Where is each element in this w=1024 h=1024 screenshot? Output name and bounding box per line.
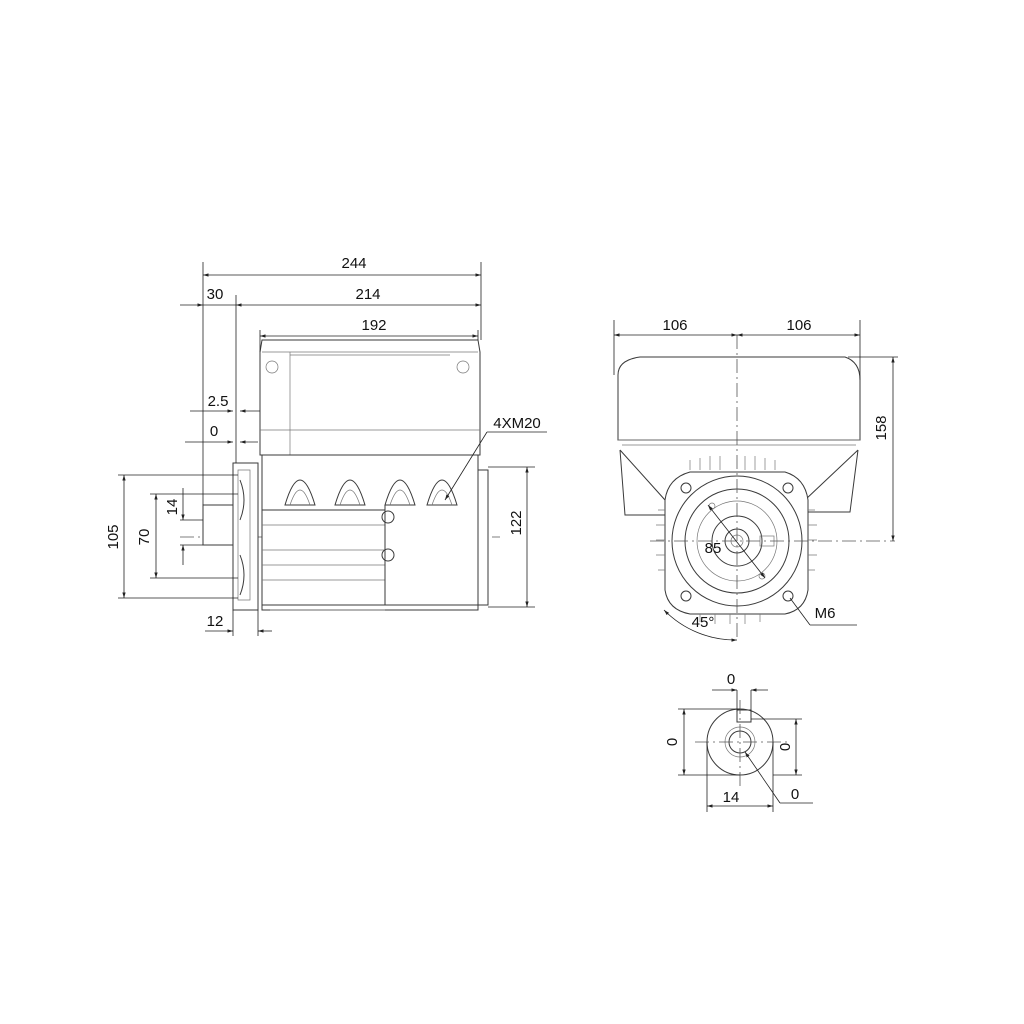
flange xyxy=(232,462,259,611)
end-view: 106 106 158 85 M6 45° xyxy=(613,317,898,642)
dim-flange-zero: 0 xyxy=(210,423,218,440)
dim-height-122: 122 xyxy=(508,510,525,535)
dim-key-width: 0 xyxy=(727,671,735,688)
label-thread-hole: 0 xyxy=(791,786,799,803)
terminal-box-end xyxy=(617,356,861,441)
dim-height-105: 105 xyxy=(105,524,122,549)
label-bolt-thread: M6 xyxy=(815,605,836,622)
cable-gland-2 xyxy=(334,479,366,506)
dim-height-70: 70 xyxy=(136,529,153,546)
dim-half-width-left: 106 xyxy=(662,317,687,334)
dim-flange-offset: 30 xyxy=(207,286,224,303)
dim-key-height: 0 xyxy=(777,743,794,751)
dim-overall-length: 244 xyxy=(341,255,366,272)
dim-shaft-diameter: 14 xyxy=(723,789,740,806)
dim-height-14: 14 xyxy=(164,499,181,516)
motor-body xyxy=(261,454,479,611)
cable-gland-4 xyxy=(426,479,458,506)
dim-pitch-circle: 85 xyxy=(705,540,722,557)
shaft-view: 0 0 0 14 0 xyxy=(664,671,813,812)
cable-gland-1 xyxy=(284,479,316,506)
shaft xyxy=(202,504,234,546)
terminal-box xyxy=(259,339,481,456)
side-view: 244 30 214 192 2.5 0 4XM20 105 xyxy=(105,255,547,636)
dim-flange-thickness: 12 xyxy=(207,613,224,630)
dim-half-width-right: 106 xyxy=(786,317,811,334)
dim-body-length: 214 xyxy=(355,286,380,303)
dim-terminal-box-length: 192 xyxy=(361,317,386,334)
dim-height-158: 158 xyxy=(873,415,890,440)
dim-flange-gap: 2.5 xyxy=(208,393,229,410)
dim-shaft-height: 0 xyxy=(664,738,681,746)
cable-gland-3 xyxy=(384,479,416,506)
dim-bolt-angle: 45° xyxy=(692,614,715,631)
label-cable-glands: 4XM20 xyxy=(493,415,541,432)
